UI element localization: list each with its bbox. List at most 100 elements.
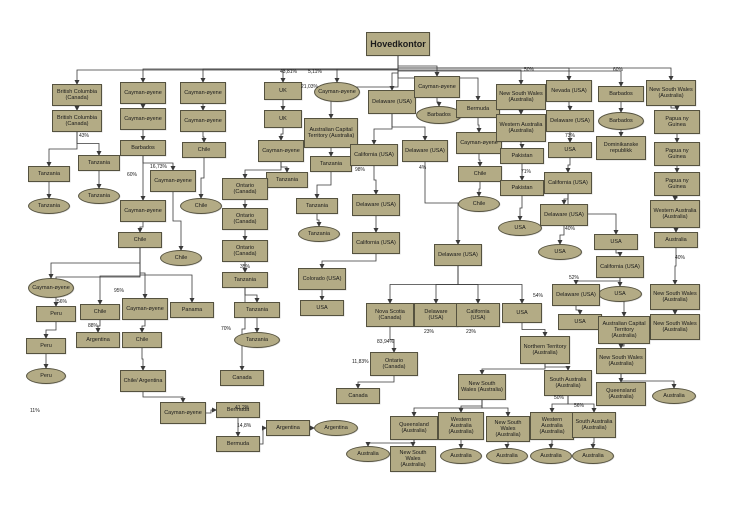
org-node-cayL2: Cayman-øyene [160, 402, 206, 424]
org-node-ns1: Nova Scotia (Canada) [366, 303, 414, 327]
edge-percentage-label: 60% [127, 172, 138, 178]
edge-percentage-label: 70% [221, 326, 232, 332]
org-node-berm1: Bermuda [456, 100, 500, 118]
org-node-del1: Delaware (USA) [352, 194, 400, 216]
org-node-usaB: USA [502, 303, 542, 323]
edge-percentage-label: 41,2% [235, 405, 250, 411]
org-node-canM: Canada [336, 388, 380, 404]
org-node-cay1b: Cayman-øyene [120, 108, 166, 130]
connector-cay4-chi3 [477, 154, 483, 167]
connector-tz6-tz7 [244, 288, 260, 303]
org-node-chiarg: Chile/ Argentina [120, 370, 166, 392]
org-node-uk1: UK [264, 82, 302, 100]
connector-cayT2-barbTe [436, 98, 442, 107]
edge-percentage-label: 40% [565, 226, 576, 232]
edge-percentage-label: 23% [466, 329, 477, 335]
edge-percentage-label: 95% [114, 288, 125, 294]
connector-chi3-chi3e [476, 182, 482, 197]
connector-ntB-nswB1 [479, 364, 546, 375]
org-node-nswR2: New South Wales (Australia) [650, 284, 700, 310]
connector-bermL2-argL2 [260, 425, 267, 445]
org-node-calR: California (USA) [596, 256, 644, 278]
connector-nswB1-waB1 [458, 400, 483, 413]
org-node-chi1e: Chile [160, 250, 202, 266]
connector-nswT-png1 [670, 106, 680, 111]
connector-cal1-colo [319, 254, 377, 269]
connector-saB2-ausB5e [590, 438, 596, 449]
connector-chiL1-argL1 [95, 320, 101, 333]
org-node-chiL2: Chile [122, 332, 162, 348]
connector-usaR-calR [615, 250, 623, 257]
edge-percentage-label: 56% [57, 299, 68, 305]
org-node-peru3e: Peru [26, 368, 66, 384]
org-node-saB1: South Australia (Australia) [544, 370, 592, 396]
edge-percentage-label: 35% [240, 264, 251, 270]
connector-ntB-saB1 [544, 364, 571, 371]
org-node-calT: California (USA) [350, 144, 398, 166]
connector-ns1-ontB [389, 327, 397, 353]
org-node-tz4: Tanzania [310, 156, 352, 172]
org-node-tz3: Tanzania [266, 172, 308, 188]
org-node-cayT2: Cayman-øyene [414, 76, 460, 98]
connector-bc2-tzB [76, 132, 102, 156]
connector-nswR4-ausRe [620, 374, 677, 389]
org-node-tz7: Tanzania [234, 302, 280, 318]
org-node-bermL1: Bermuda [216, 402, 260, 418]
org-node-pak2: Pakistan [500, 180, 544, 196]
connector-cayL2-bermL1 [206, 407, 217, 414]
org-node-usaNe: USA [538, 244, 582, 260]
edge-percentage-label: 60% [613, 67, 624, 73]
org-node-chiL1: Chile [80, 304, 120, 320]
connector-hq-nswT [397, 56, 674, 81]
org-node-chi3: Chile [458, 166, 502, 182]
org-node-png1: Papua ny Guinea [654, 110, 700, 134]
org-node-nswB3: New South Wales (Australia) [390, 446, 436, 472]
org-node-delN2: Delaware (USA) [540, 204, 588, 226]
org-node-ausR: Australia [654, 232, 698, 248]
connector-qldB-nswB3 [410, 440, 416, 447]
org-node-qldB: Queensland (Australia) [390, 416, 438, 440]
org-node-can1: Canada [220, 370, 264, 386]
connector-waB2-ausB4e [548, 440, 554, 449]
org-node-usaR: USA [594, 234, 638, 250]
org-node-waR: Western Australia (Australia) [650, 200, 700, 228]
edge-percentage-label: 83,94% [377, 339, 394, 345]
org-node-ausB1e: Australia [346, 446, 390, 462]
connector-chiL2-chiarg [140, 348, 146, 371]
connector-cay1c-chi1e [172, 192, 184, 251]
org-node-peru2: Peru [26, 338, 66, 354]
connector-hq-cayTe [334, 56, 399, 83]
connector-del2-delB [433, 266, 459, 304]
org-node-argLe: Argentina [314, 420, 358, 436]
org-node-ausRe: Australia [652, 388, 696, 404]
edge-percentage-label: 50% [554, 395, 565, 401]
connector-ontB-canM [355, 376, 395, 389]
edge-percentage-label: 23% [424, 329, 435, 335]
org-node-bc2: British Columbia (Canada) [52, 110, 102, 132]
org-node-usaR2: USA [558, 314, 602, 330]
org-node-cay1a: Cayman-øyene [120, 82, 166, 104]
head-office-node: Hovedkontor [366, 32, 430, 56]
org-node-nswT: New South Wales (Australia) [646, 80, 696, 106]
org-node-bc1: British Columbia (Canada) [52, 84, 102, 106]
edge-percentage-label: 98% [355, 167, 366, 173]
org-node-domrep: Dominikanske republikk [596, 136, 646, 160]
org-node-tzAe: Tanzania [28, 198, 70, 214]
connector-cay1d-chi1 [137, 222, 144, 233]
edge-percentage-label: 40% [675, 255, 686, 261]
org-node-calB: California (USA) [456, 303, 500, 327]
org-node-ont3: Ontario (Canada) [222, 240, 268, 262]
org-node-uk2: UK [264, 110, 302, 128]
org-node-del2: Delaware (USA) [434, 244, 482, 266]
org-node-saB2: South Australia (Australia) [572, 412, 616, 438]
org-node-barbR: Barbados [598, 86, 644, 102]
org-node-cay1d: Cayman-øyene [120, 200, 166, 222]
connector-delT-delT2 [391, 114, 428, 141]
connector-hq-bc1 [74, 56, 399, 85]
connector-chiarg-cayL2 [142, 392, 186, 403]
connector-cay3-tz3 [280, 162, 290, 173]
edge-percentage-label: 54% [533, 293, 544, 299]
edge-percentage-label: 56% [574, 403, 585, 409]
connector-chi1-pan1 [139, 248, 195, 303]
connector-chi1-chiL1 [97, 248, 141, 305]
